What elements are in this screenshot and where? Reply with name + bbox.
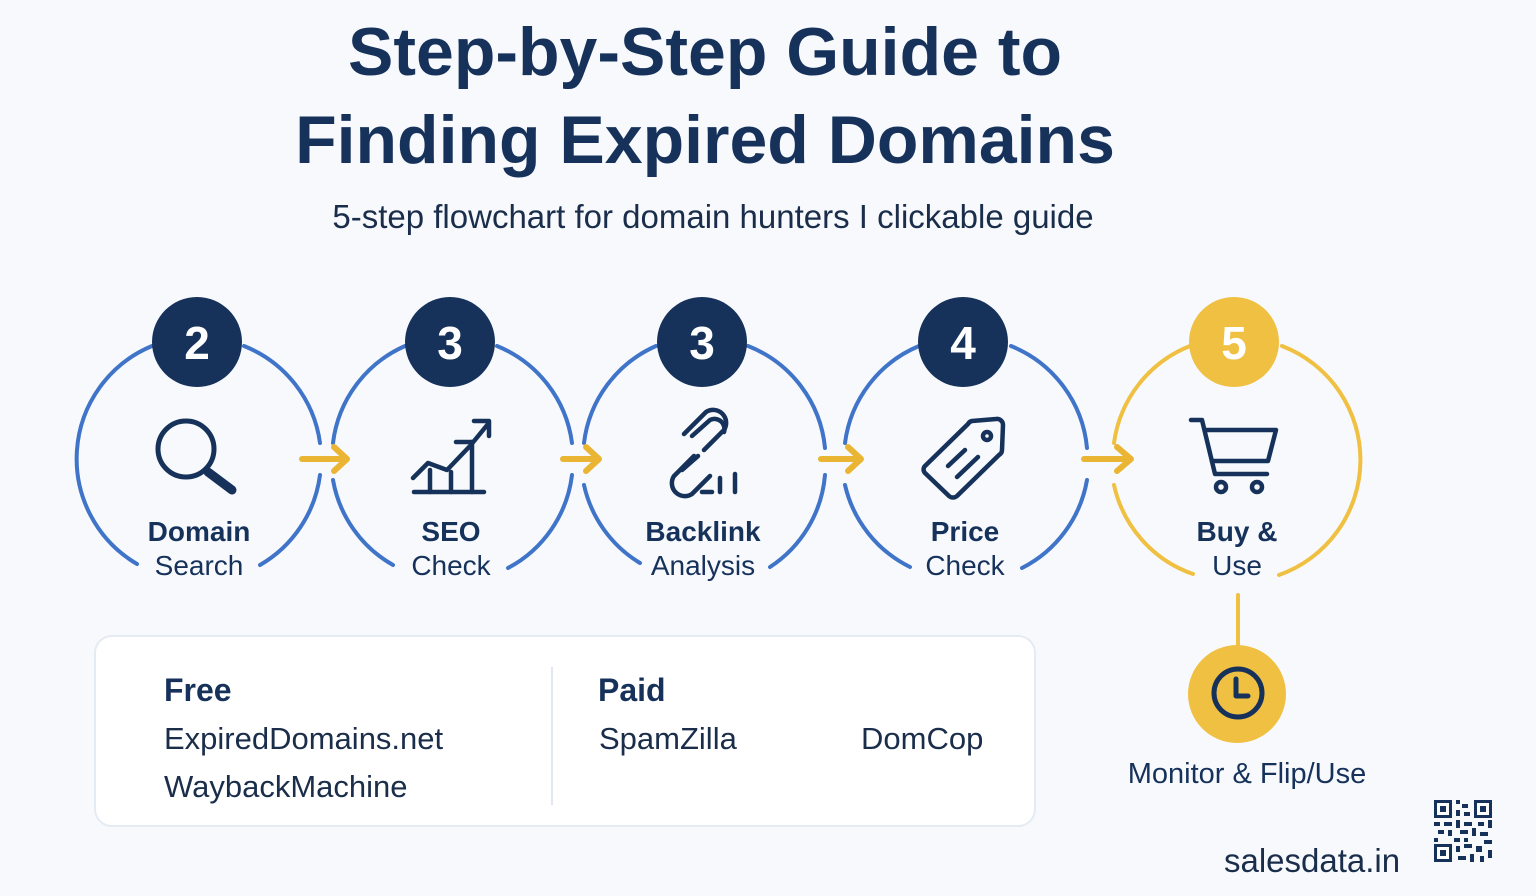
step-5-label[interactable]: Buy & Use bbox=[1137, 515, 1337, 583]
step-4-ring-upper-left bbox=[843, 344, 921, 445]
qr-code-icon[interactable] bbox=[1434, 800, 1494, 864]
step-2-label-line-1: SEO bbox=[421, 516, 481, 547]
step-3-ring-lower-left bbox=[582, 483, 642, 565]
clock-icon bbox=[1211, 666, 1265, 720]
step-2-ring-lower-left bbox=[331, 478, 395, 567]
step-2-ring-lower-right bbox=[506, 473, 574, 570]
arrow-step-4-to-5 bbox=[1081, 444, 1134, 474]
step-4-label-line-2: Check bbox=[925, 550, 1005, 581]
step-5-badge bbox=[1189, 297, 1279, 387]
step-2-label[interactable]: SEO Check bbox=[351, 515, 551, 583]
step-1-label[interactable]: Domain Search bbox=[99, 515, 299, 583]
step-4-label[interactable]: Price Check bbox=[865, 515, 1065, 583]
paid-tool-link[interactable]: SpamZilla bbox=[599, 721, 737, 756]
step-1-label-line-2: Search bbox=[154, 550, 244, 581]
step-3-number: 3 bbox=[689, 317, 715, 369]
step-3-label-line-1: Backlink bbox=[645, 516, 761, 547]
free-tool-link[interactable]: WaybackMachine bbox=[164, 769, 408, 804]
step-2-number: 3 bbox=[437, 317, 463, 369]
step-3-badge bbox=[657, 297, 747, 387]
step-5-label-line-1: Buy & bbox=[1196, 516, 1278, 547]
search-icon bbox=[155, 418, 237, 495]
page-title-line-1: Step-by-Step Guide to bbox=[348, 14, 1062, 90]
step-4-node[interactable]: 4 bbox=[843, 297, 1089, 570]
step-5-number: 5 bbox=[1221, 317, 1247, 369]
step-2-ring-upper-right bbox=[495, 344, 574, 445]
step-4-number: 4 bbox=[950, 317, 976, 369]
price-tag-icon bbox=[921, 416, 1006, 500]
free-tool-link[interactable]: ExpiredDomains.net bbox=[164, 721, 444, 756]
step-5-ring-lower-left bbox=[1112, 483, 1195, 576]
step-4-ring-lower-right bbox=[1020, 478, 1089, 570]
tools-panel: Free ExpiredDomains.net WaybackMachine P… bbox=[94, 635, 1036, 827]
step-5-node[interactable]: 5 bbox=[1112, 297, 1363, 577]
step-5-ring-upper-left bbox=[1112, 344, 1192, 445]
step-2-label-line-2: Check bbox=[411, 550, 491, 581]
step-4-badge bbox=[918, 297, 1008, 387]
paid-tools-heading: Paid bbox=[598, 672, 666, 708]
step-4-ring-lower-left bbox=[843, 483, 912, 569]
step-3-ring-lower-right bbox=[768, 473, 827, 569]
step-1-badge bbox=[152, 297, 242, 387]
step-3-label-line-2: Analysis bbox=[650, 550, 756, 581]
step-2-ring-upper-left bbox=[331, 344, 407, 445]
shopping-cart-icon bbox=[1188, 417, 1279, 495]
step-1-ring bbox=[74, 344, 154, 566]
step-3-ring-upper-right bbox=[746, 344, 827, 450]
free-tools-heading: Free bbox=[164, 672, 232, 708]
step-2-node[interactable]: 3 bbox=[331, 297, 574, 570]
step-3-ring-upper-left bbox=[582, 344, 658, 445]
monitor-label: Monitor & Flip/Use bbox=[1127, 758, 1367, 790]
step-1-label-line-1: Domain bbox=[147, 516, 251, 547]
page-subtitle: 5-step flowchart for domain hunters I cl… bbox=[332, 198, 1094, 235]
trending-chart-icon bbox=[410, 418, 492, 495]
arrow-step-2-to-3 bbox=[560, 444, 602, 474]
page-title-line-2: Finding Expired Domains bbox=[295, 102, 1115, 178]
monitor-node[interactable] bbox=[1188, 645, 1286, 743]
brand-link[interactable]: salesdata.in bbox=[1224, 842, 1401, 879]
arrow-step-1-to-2 bbox=[299, 444, 350, 474]
arrow-step-3-to-4 bbox=[818, 444, 864, 474]
tools-divider bbox=[551, 667, 553, 805]
link-chain-icon bbox=[669, 407, 738, 499]
step-4-ring-upper-right bbox=[1009, 344, 1089, 450]
step-3-node[interactable]: 3 bbox=[582, 297, 827, 569]
paid-tool-link[interactable]: DomCop bbox=[861, 721, 984, 756]
step-5-label-line-2: Use bbox=[1212, 550, 1262, 581]
step-2-badge bbox=[405, 297, 495, 387]
step-1-node[interactable]: 2 bbox=[74, 297, 322, 567]
step-5-ring-right bbox=[1277, 344, 1363, 577]
step-3-label[interactable]: Backlink Analysis bbox=[603, 515, 803, 583]
step-1-ring-lower-right bbox=[258, 473, 322, 567]
step-4-label-line-1: Price bbox=[930, 516, 1000, 547]
step-1-number: 2 bbox=[184, 317, 210, 369]
step-1-ring-right bbox=[242, 344, 322, 445]
